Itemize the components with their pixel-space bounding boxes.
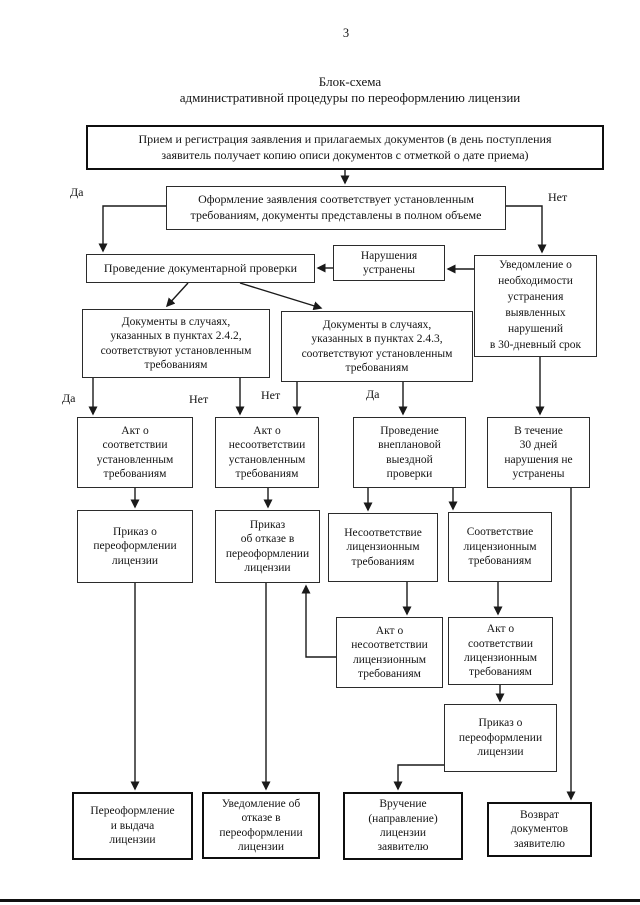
connector-b18-b21: [393, 764, 444, 791]
node-act-compliance-license-reqs: Акт о соответствии лицензионным требован…: [448, 617, 553, 685]
node-reception-registration: Прием и регистрация заявления и прилагае…: [86, 125, 604, 170]
page-number: 3: [342, 26, 350, 40]
node-order-license-reissue-2: Приказ о переоформлении лицензии: [444, 704, 557, 772]
chart-title-line1: Блок-схема: [318, 74, 382, 89]
node-unscheduled-onsite-inspection: Проведение внеплановой выездной проверки: [353, 417, 466, 488]
node-application-format-check: Оформление заявления соответствует устан…: [166, 186, 506, 230]
chart-title-line2: административной процедуры по переоформл…: [179, 90, 521, 105]
connector-b3-b7: [239, 282, 323, 311]
node-act-compliance-established-reqs: Акт о соответствии установленным требова…: [77, 417, 193, 488]
branch-label-yes-top: Да: [70, 185, 84, 199]
branch-label-no-top: Нет: [548, 190, 568, 204]
connector-b3-b6: [165, 282, 189, 308]
node-act-noncompliance-established-reqs: Акт о несоответствии установленным требо…: [215, 417, 319, 488]
connector-b2-b3-yes: [98, 205, 166, 253]
node-act-noncompliance-license-reqs: Акт о несоответствии лицензионным требов…: [336, 617, 443, 688]
node-refusal-notice: Уведомление об отказе в переоформлении л…: [202, 792, 320, 859]
node-order-reissue-refusal: Приказ об отказе в переоформлении лиценз…: [215, 510, 320, 583]
branch-label-no-243: Нет: [261, 388, 281, 402]
node-docs-243-compliance: Документы в случаях, указанных в пунктах…: [281, 311, 473, 382]
node-violations-not-fixed-30-days: В течение 30 дней нарушения не устранены: [487, 417, 590, 488]
connector-b16-b13: [301, 584, 336, 658]
connector-b2-b5-no: [506, 205, 547, 254]
node-documents-return: Возврат документов заявителю: [487, 802, 592, 857]
node-order-license-reissue: Приказ о переоформлении лицензии: [77, 510, 193, 583]
node-documentary-check: Проведение документарной проверки: [86, 254, 315, 283]
node-violations-fixed: Нарушения устранены: [333, 245, 445, 281]
page-bottom-rule: [0, 899, 640, 902]
branch-label-yes-242: Да: [62, 391, 76, 405]
branch-label-yes-243: Да: [366, 387, 380, 401]
node-compliance-license-reqs: Соответствие лицензионным требованиям: [448, 512, 552, 582]
node-reissue-and-issue-license: Переоформление и выдача лицензии: [72, 792, 193, 860]
node-docs-242-compliance: Документы в случаях, указанных в пунктах…: [82, 309, 270, 378]
node-notice-to-fix-violations: Уведомление о необходимости устранения в…: [474, 255, 597, 357]
node-license-delivery: Вручение (направление) лицензии заявител…: [343, 792, 463, 860]
node-noncompliance-license-reqs: Несоответствие лицензионным требованиям: [328, 513, 438, 582]
branch-label-no-242: Нет: [189, 392, 209, 406]
